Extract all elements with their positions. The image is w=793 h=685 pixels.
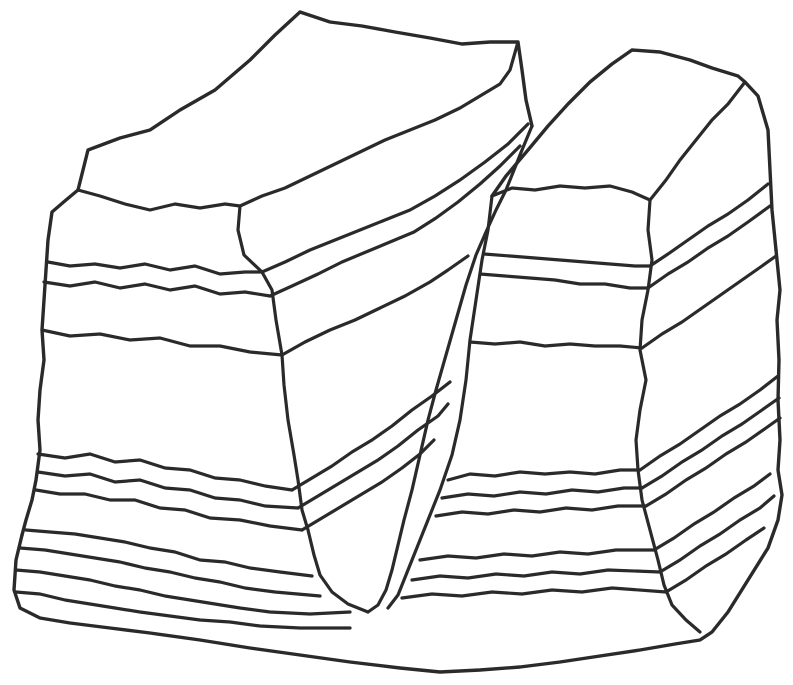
left-block-fissure-edge xyxy=(368,126,532,612)
right-face-stratum-8 xyxy=(412,570,660,580)
left-face-stratum-2 xyxy=(44,282,270,296)
right-side-stratum-3 xyxy=(642,256,776,348)
right-face-stratum-1 xyxy=(484,254,650,266)
left-face-stratum-1 xyxy=(48,262,262,274)
right-face-stratum-3 xyxy=(470,342,642,348)
right-face-stratum-7 xyxy=(420,550,654,560)
left-block-corner-edge xyxy=(238,206,368,612)
right-side-stratum-4 xyxy=(640,376,778,470)
right-face-stratum-9 xyxy=(402,588,666,598)
right-side-stratum-5 xyxy=(642,398,779,488)
left-inner-stratum-5 xyxy=(298,404,448,508)
right-side-stratum-6 xyxy=(646,418,780,506)
right-face-stratum-5 xyxy=(442,488,642,498)
left-face-stratum-6 xyxy=(36,490,302,530)
left-rock-block xyxy=(16,12,532,628)
right-block-top-front-edge xyxy=(492,82,745,200)
left-face-stratum-3 xyxy=(42,330,282,355)
right-side-stratum-2 xyxy=(648,206,770,288)
left-inner-stratum-1 xyxy=(262,124,528,272)
right-rock-block xyxy=(388,50,780,632)
right-face-stratum-2 xyxy=(480,274,648,288)
right-face-stratum-6 xyxy=(436,506,646,516)
left-face-stratum-5 xyxy=(38,472,298,508)
left-face-stratum-4 xyxy=(38,454,292,490)
left-block-top-face xyxy=(78,12,532,190)
right-side-stratum-1 xyxy=(650,184,768,266)
left-inner-stratum-3 xyxy=(282,256,468,355)
right-face-stratum-4 xyxy=(448,470,640,480)
left-block-left-edge xyxy=(22,190,78,535)
left-inner-stratum-4 xyxy=(292,382,450,490)
right-block-top-face xyxy=(492,50,776,250)
